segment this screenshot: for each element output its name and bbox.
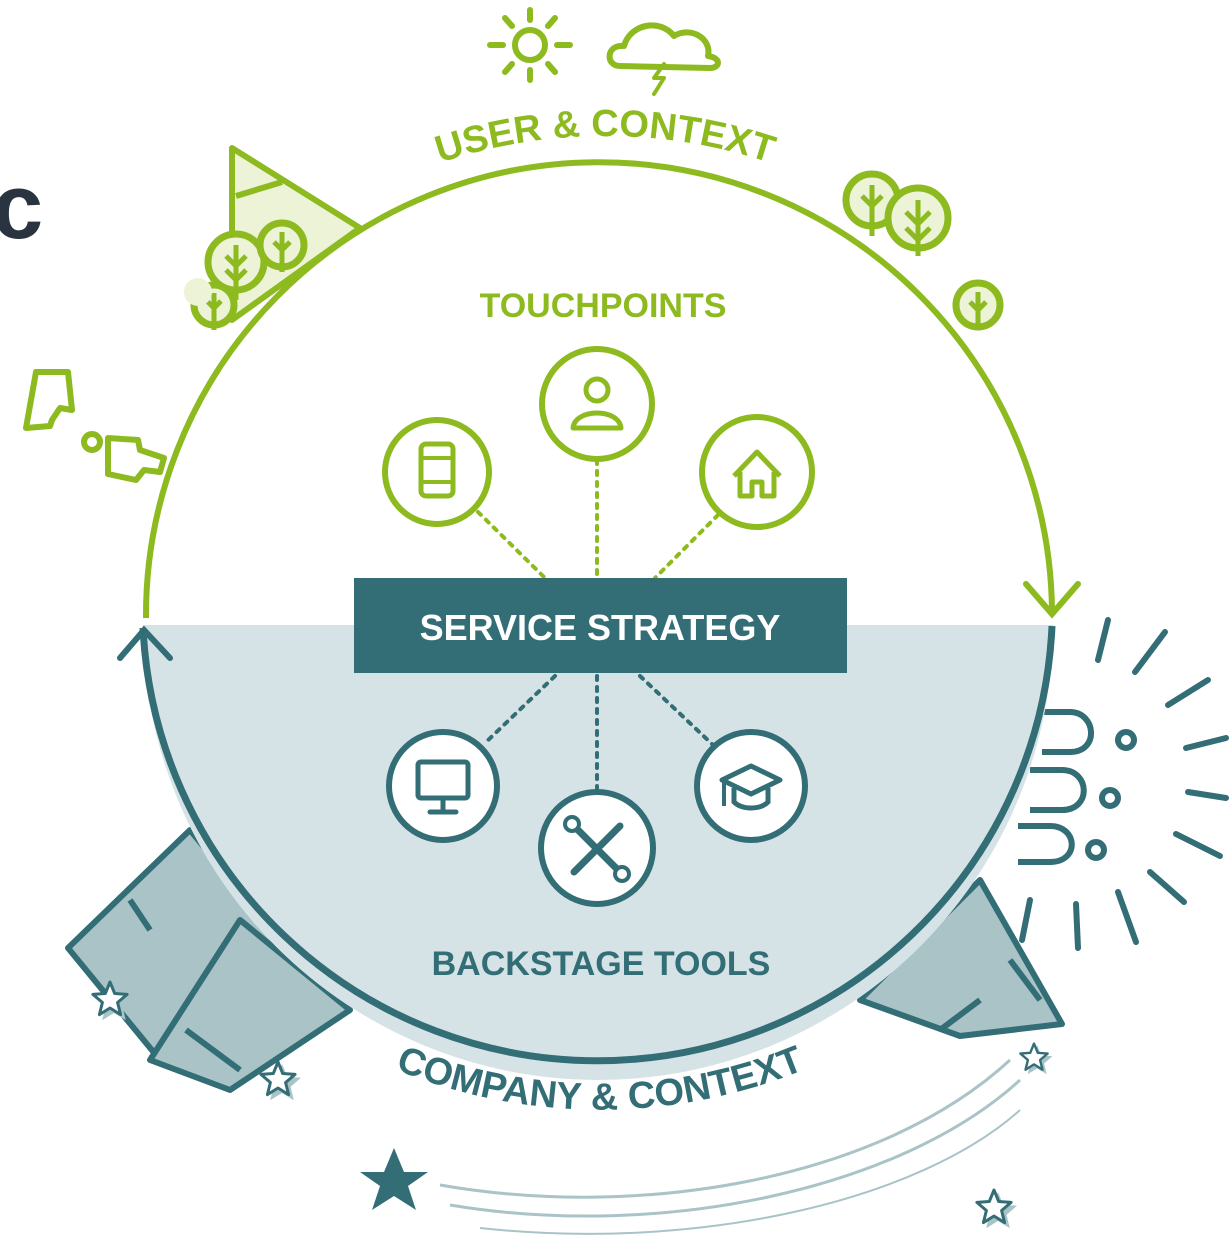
service-strategy-box — [354, 578, 847, 673]
backstage-title: BACKSTAGE TOOLS — [432, 945, 771, 983]
tools-icon — [538, 789, 656, 907]
chat-bubble-icon — [23, 369, 75, 431]
tree-icon — [184, 278, 212, 306]
star-icon — [91, 980, 133, 1021]
tree-icon — [256, 219, 308, 272]
plug-icon — [81, 431, 167, 483]
star-icon — [259, 1060, 301, 1101]
star-outline — [259, 1060, 297, 1097]
tree-icon — [884, 184, 952, 256]
star-outline — [91, 980, 129, 1017]
star-outline — [975, 1188, 1013, 1225]
storm-cloud-icon — [606, 22, 721, 96]
backstage-connectors — [482, 674, 714, 792]
service-strategy-label: SERVICE STRATEGY — [420, 607, 781, 648]
star-icon — [1019, 1042, 1053, 1075]
partial-heading: c — [0, 156, 43, 258]
graduation-cap-icon — [694, 729, 808, 843]
smartphone-icon — [382, 417, 492, 527]
star-outline — [1019, 1042, 1049, 1071]
monitor-icon — [386, 729, 500, 843]
shooting-star-icon — [360, 1058, 1022, 1235]
touchpoint-connectors — [476, 458, 720, 580]
home-icon — [699, 414, 815, 530]
tree-icon — [204, 230, 268, 300]
star-icon — [975, 1188, 1017, 1229]
tree-icon — [952, 279, 1004, 331]
plug-cluster-icon — [1018, 709, 1137, 865]
sun-icon — [487, 7, 573, 83]
touchpoints-title: TOUCHPOINTS — [480, 287, 727, 325]
user-icon — [539, 346, 655, 462]
sunburst-icon — [1019, 617, 1229, 951]
mountain-icon — [65, 827, 353, 1093]
